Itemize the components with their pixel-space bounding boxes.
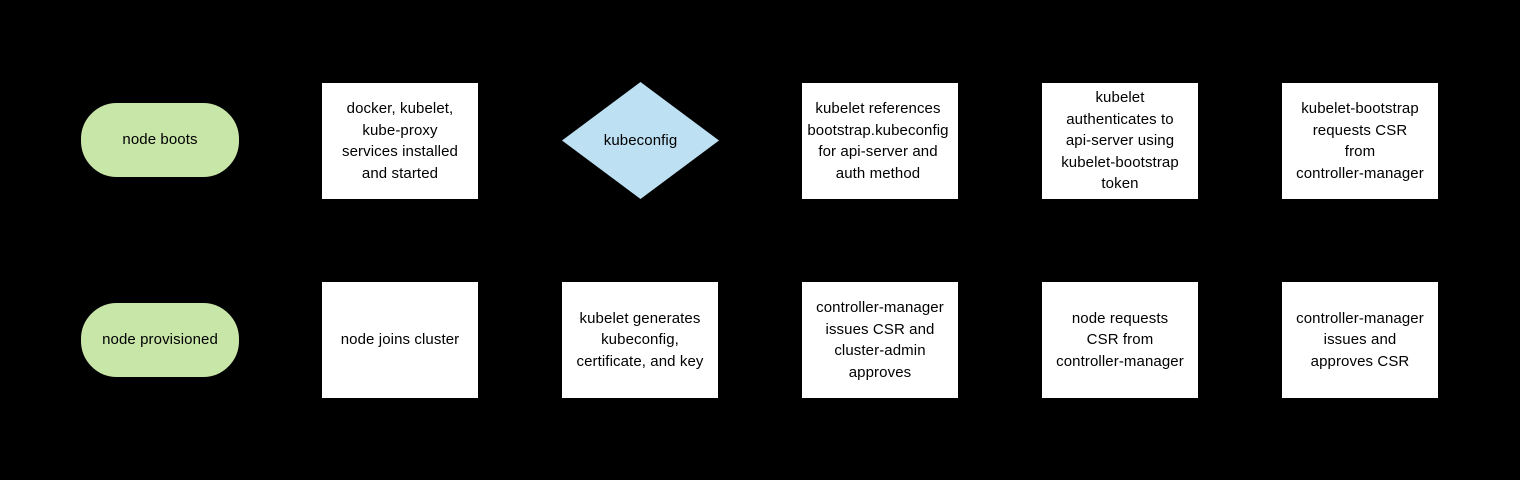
flow-node-kubelet-generates[interactable]: kubelet generates kubeconfig, certificat… xyxy=(561,281,719,399)
flow-node-label: node joins cluster xyxy=(340,331,460,349)
flow-node-kubeconfig-decision[interactable]: kubeconfig xyxy=(562,82,719,199)
flow-node-label: node provisioned xyxy=(102,331,218,349)
flow-node-label: docker, kubelet, kube-proxy services ins… xyxy=(341,100,458,182)
flow-node-label: kubelet references bootstrap.kubeconfig … xyxy=(807,100,949,182)
diamond-shape-icon xyxy=(562,82,719,199)
flow-node-controller-manager-issues-approves[interactable]: controller-manager issues and approves C… xyxy=(1281,281,1439,399)
flow-node-label: controller-manager issues and approves C… xyxy=(1296,309,1424,370)
flow-node-label: controller-manager issues CSR and cluste… xyxy=(816,299,944,381)
flow-node-node-provisioned[interactable]: node provisioned xyxy=(81,303,239,377)
flow-node-label: node boots xyxy=(122,131,198,149)
flow-node-kubelet-authenticates[interactable]: kubelet authenticates to api-server usin… xyxy=(1041,82,1199,200)
flow-node-services-installed[interactable]: docker, kubelet, kube-proxy services ins… xyxy=(321,82,479,200)
flow-node-node-requests-csr[interactable]: node requests CSR from controller-manage… xyxy=(1041,281,1199,399)
flow-node-controller-manager-issues-csr[interactable]: controller-manager issues CSR and cluste… xyxy=(801,281,959,399)
flow-node-node-boots[interactable]: node boots xyxy=(81,103,239,177)
flow-node-label: kubelet-bootstrap requests CSR from cont… xyxy=(1296,100,1424,182)
flow-node-label: kubelet generates kubeconfig, certificat… xyxy=(576,309,704,370)
flow-node-label: kubelet authenticates to api-server usin… xyxy=(1061,89,1179,193)
flow-node-kubelet-bootstrap-requests-csr[interactable]: kubelet-bootstrap requests CSR from cont… xyxy=(1281,82,1439,200)
flow-node-label: kubeconfig xyxy=(603,131,678,149)
flow-node-node-joins-cluster[interactable]: node joins cluster xyxy=(321,281,479,399)
flow-node-kubelet-references-bootstrap[interactable]: kubelet references bootstrap.kubeconfig … xyxy=(801,82,959,200)
flow-node-label: node requests CSR from controller-manage… xyxy=(1056,309,1184,370)
